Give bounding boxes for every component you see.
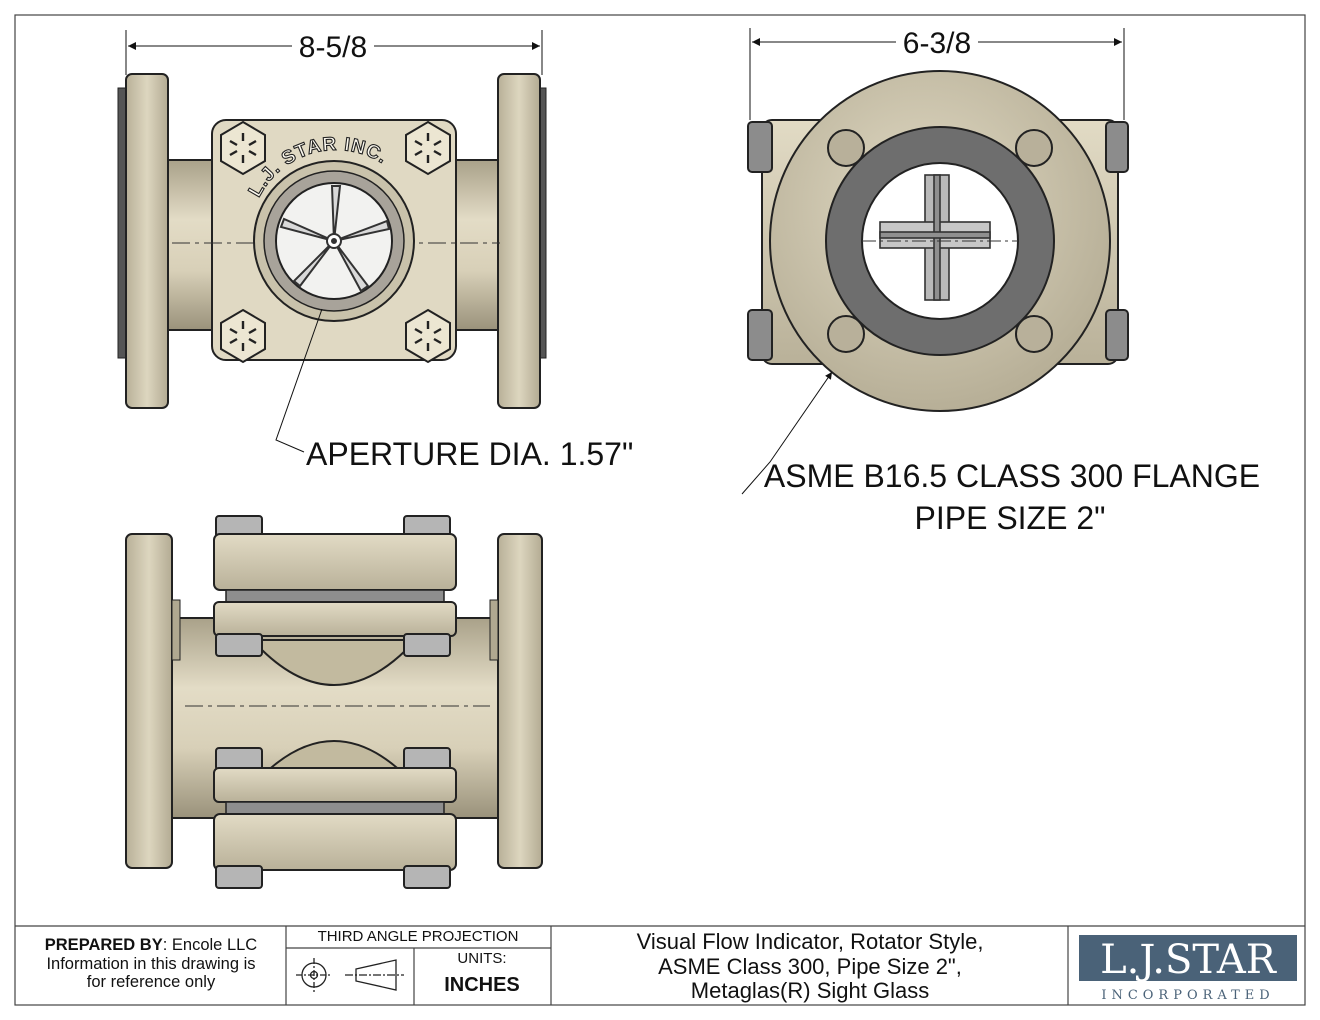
dimension-side-width: 6-3/8 [749, 27, 1125, 120]
bolt-icon [747, 121, 773, 173]
flange-callout: ASME B16.5 CLASS 300 FLANGE PIPE SIZE 2" [741, 371, 1260, 536]
top-clamp-plate-upper [213, 533, 457, 591]
top-clamp-plate-lower-2 [213, 813, 457, 871]
bolt-icon [403, 865, 451, 889]
drawing-description: Visual Flow Indicator, Rotator Style, AS… [552, 928, 1068, 1004]
company-logo: L.J.STAR INCORPORATED [1079, 935, 1297, 1003]
projection-title: THIRD ANGLE PROJECTION [317, 928, 519, 945]
projection-symbol-icon [296, 958, 404, 992]
description-line2: ASME Class 300, Pipe Size 2", [658, 953, 962, 979]
top-view [125, 515, 543, 889]
prepared-value: : Encole LLC [162, 936, 258, 954]
bolt-icon [220, 308, 266, 364]
flange-hole [827, 315, 865, 353]
rotator-icon [862, 174, 1018, 301]
units-value: INCHES [444, 974, 520, 996]
description-line3: Metaglas(R) Sight Glass [690, 978, 930, 1003]
bolt-icon [1105, 309, 1129, 361]
flange-hole [1015, 315, 1053, 353]
dimension-label: 6-3/8 [903, 27, 971, 60]
logo-sub: INCORPORATED [1101, 988, 1274, 1003]
flange-hole [827, 129, 865, 167]
front-view: L.J. STAR INC. [117, 73, 547, 409]
title-block [15, 925, 1305, 1005]
bolt-icon [403, 633, 451, 657]
flange-hole [1015, 129, 1053, 167]
bolt-icon [403, 747, 451, 771]
dimension-label: 8-5/8 [299, 31, 367, 64]
sheet-border [14, 14, 1306, 1006]
top-clamp-plate-upper-2 [213, 767, 457, 803]
front-flange-right-face [497, 73, 541, 409]
bolt-icon [1105, 121, 1129, 173]
top-flange-left [125, 533, 173, 869]
top-flange-right [497, 533, 543, 869]
front-flange-left-face [125, 73, 169, 409]
logo-name: L.J.STAR [1100, 937, 1278, 983]
bolt-icon [215, 747, 263, 771]
top-clamp-plate-lower [213, 601, 457, 637]
prepared-by-block: PREPARED BY: Encole LLC Information in t… [16, 928, 286, 1004]
bolt-icon [405, 120, 451, 176]
note-line2: for reference only [86, 973, 216, 991]
side-view [747, 70, 1129, 412]
bolt-icon [215, 865, 263, 889]
flange-label-line1: ASME B16.5 CLASS 300 FLANGE [764, 458, 1260, 494]
dimension-front-width: 8-5/8 [125, 30, 543, 75]
bolt-icon [405, 308, 451, 364]
flange-label-line2: PIPE SIZE 2" [915, 500, 1106, 536]
aperture-label: APERTURE DIA. 1.57" [306, 436, 633, 472]
rotator-icon [279, 185, 391, 293]
note-line1: Information in this drawing is [46, 954, 256, 973]
bolt-icon [215, 633, 263, 657]
prepared-label: PREPARED BY [44, 936, 163, 954]
units-label: UNITS: [457, 950, 507, 967]
bolt-icon [220, 120, 266, 176]
bolt-icon [747, 309, 773, 361]
description-line1: Visual Flow Indicator, Rotator Style, [636, 929, 984, 954]
aperture-callout: APERTURE DIA. 1.57" [275, 308, 633, 472]
